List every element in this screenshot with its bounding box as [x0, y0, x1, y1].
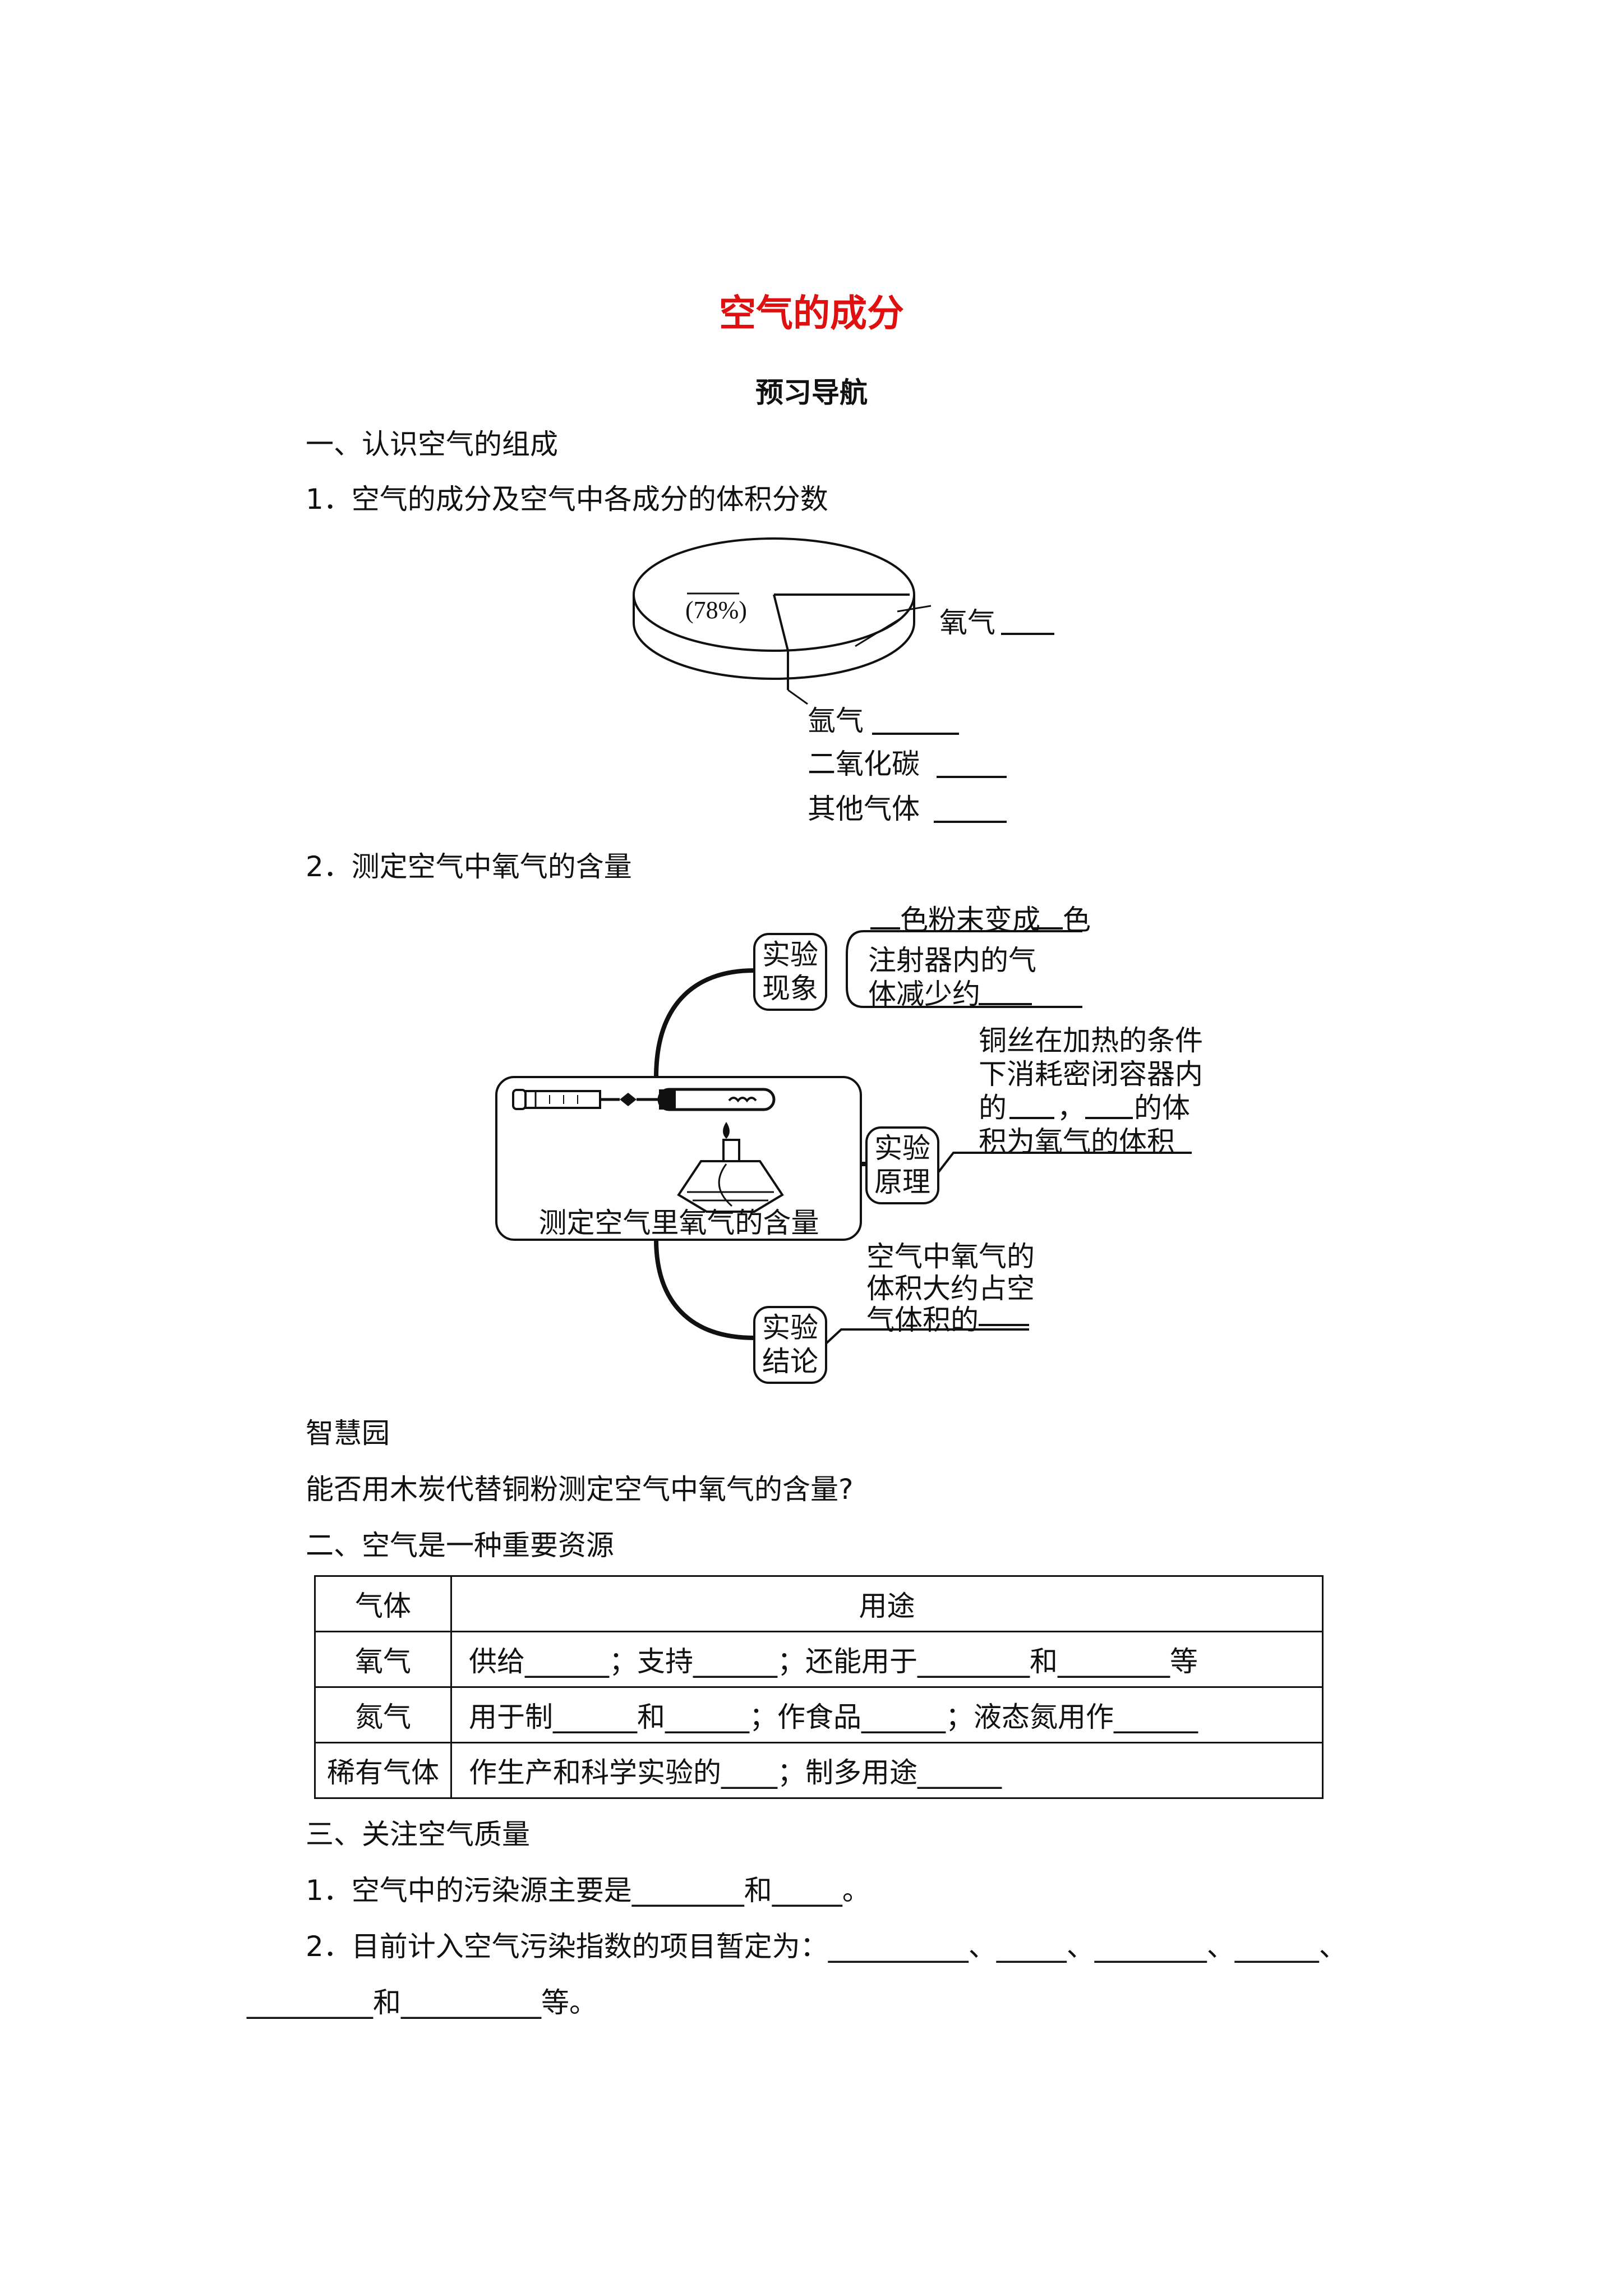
pie-other-label: 其他气体	[808, 793, 920, 825]
section-heading-1: 一、认识空气的组成	[306, 428, 558, 461]
section-heading-3: 三、关注空气质量	[306, 1818, 530, 1851]
principle-line-3c: 的体	[1134, 1092, 1190, 1124]
table-cell: 稀有气体	[314, 1742, 452, 1799]
table-cell: 作生产和科学实验的____；制多用途______	[450, 1742, 1324, 1799]
table-row: 氧气 供给______；支持______；还能用于________和______…	[314, 1631, 1324, 1688]
wisdom-question: 能否用木炭代替铜粉测定空气中氧气的含量?	[306, 1473, 854, 1506]
conclusion-line-1: 空气中氧气的	[866, 1240, 1035, 1273]
conclusion-box-label: 实验结论	[762, 1312, 818, 1378]
table-header-cell: 气体	[314, 1575, 452, 1632]
pie-co2-label: 二氧化碳	[808, 748, 920, 780]
phenomenon-line-2: 注射器内的气	[868, 944, 1036, 977]
table-header-row: 气体 用途	[314, 1575, 1324, 1632]
principle-line-2: 下消耗密闭容器内	[979, 1058, 1203, 1091]
pie-argon-label: 氩气	[808, 705, 864, 737]
table-cell: 氮气	[314, 1686, 452, 1743]
conclusion-line-3: 气体积的	[866, 1304, 979, 1336]
table-cell: 用于制______和______；作食品______；液态氮用作______	[450, 1686, 1324, 1743]
table-row: 稀有气体 作生产和科学实验的____；制多用途______	[314, 1742, 1324, 1799]
principle-box-label: 实验原理	[874, 1132, 930, 1198]
item-1-text: 1．空气的成分及空气中各成分的体积分数	[306, 483, 828, 516]
table-cell: 氧气	[314, 1631, 452, 1688]
phenomenon-box-label: 实验现象	[762, 938, 818, 1005]
phenomenon-line-1a: 色粉末变成	[900, 904, 1040, 936]
item-3-1-text: 1．空气中的污染源主要是________和_____。	[306, 1874, 870, 1907]
principle-line-3b: ，	[1057, 1092, 1085, 1124]
phenomenon-line-1b: 色	[1063, 904, 1091, 936]
item-2-text: 2．测定空气中氧气的含量	[306, 850, 632, 883]
table-row: 氮气 用于制______和______；作食品______；液态氮用作_____…	[314, 1686, 1324, 1743]
pie-nitrogen-label: (78%)	[685, 596, 747, 624]
principle-line-4: 积为氧气的体积	[979, 1125, 1175, 1158]
phenomenon-line-3: 体减少约	[868, 978, 980, 1010]
conclusion-line-2: 体积大约占空	[866, 1272, 1035, 1305]
principle-line-3a: 的	[979, 1092, 1007, 1124]
wisdom-heading: 智慧园	[306, 1417, 390, 1450]
page-title: 空气的成分	[719, 292, 904, 335]
table-header-cell: 用途	[450, 1575, 1324, 1632]
pie-oxygen-label: 氧气	[939, 606, 995, 639]
item-3-2-text-b: _________和__________等。	[247, 1986, 597, 2019]
principle-line-1: 铜丝在加热的条件	[979, 1024, 1203, 1057]
section-subtitle: 预习导航	[755, 376, 868, 409]
table-cell: 供给______；支持______；还能用于________和________等	[450, 1631, 1324, 1688]
uses-table: 气体 用途 氧气 供给______；支持______；还能用于________和…	[314, 1575, 1324, 1799]
mindmap-center-label: 测定空气里氧气的含量	[538, 1207, 819, 1239]
item-3-2-text-a: 2．目前计入空气污染指数的项目暂定为：__________、_____、____…	[306, 1930, 1347, 1963]
section-heading-2: 二、空气是一种重要资源	[306, 1529, 614, 1562]
